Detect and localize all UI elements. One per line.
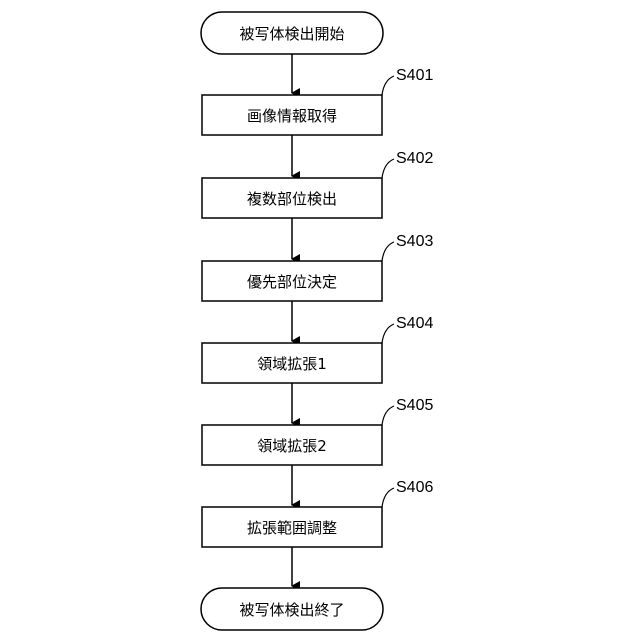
- process-box-s403: 優先部位決定 S403: [202, 233, 433, 301]
- step-label: S402: [396, 150, 433, 167]
- process-box-s406: 拡張範囲調整 S406: [202, 479, 433, 547]
- step-leader-line: [382, 406, 394, 425]
- step-label: S404: [396, 315, 433, 332]
- process-box-label: 複数部位検出: [247, 190, 337, 208]
- process-box-label: 領域拡張2: [257, 437, 327, 455]
- step-leader-line: [382, 76, 394, 95]
- process-box-label: 領域拡張1: [257, 355, 327, 373]
- step-leader-line: [382, 242, 394, 261]
- step-label: S406: [396, 479, 433, 496]
- process-box-label: 拡張範囲調整: [247, 519, 337, 537]
- end-terminal: 被写体検出終了: [201, 588, 383, 630]
- process-box-label: 画像情報取得: [247, 107, 337, 125]
- process-box-s404: 領域拡張1 S404: [202, 315, 433, 383]
- end-terminal-label: 被写体検出終了: [239, 601, 344, 619]
- start-terminal-label: 被写体検出開始: [239, 25, 344, 43]
- step-label: S405: [396, 397, 433, 414]
- process-box-s401: 画像情報取得 S401: [202, 67, 433, 135]
- step-label: S401: [396, 67, 433, 84]
- process-box-s402: 複数部位検出 S402: [202, 150, 433, 218]
- process-box-label: 優先部位決定: [247, 273, 337, 291]
- step-leader-line: [382, 159, 394, 178]
- step-label: S403: [396, 233, 433, 250]
- process-box-s405: 領域拡張2 S405: [202, 397, 433, 465]
- step-leader-line: [382, 324, 394, 343]
- step-leader-line: [382, 488, 394, 507]
- start-terminal: 被写体検出開始: [201, 12, 383, 54]
